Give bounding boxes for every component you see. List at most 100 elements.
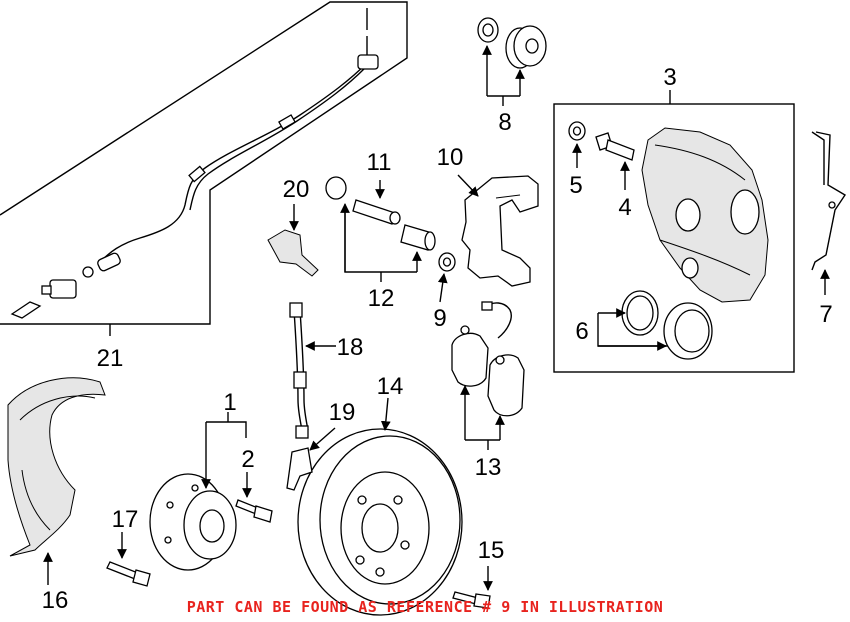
bolt-17-group: [106, 532, 151, 587]
sensor-head: [49, 279, 77, 299]
guide-pin: [352, 199, 396, 225]
pad-clip-1: [460, 325, 470, 335]
washer-9-group: [437, 252, 456, 303]
hub-center: [199, 509, 225, 543]
sensor-cable-2: [189, 67, 366, 211]
caliper-port: [675, 198, 701, 232]
hose-fitting-top: [289, 302, 303, 318]
sensor-callout-box: [0, 1, 408, 325]
callout-10: 10: [437, 144, 464, 171]
hub-hole-2: [164, 536, 172, 544]
rotor-hole-4: [355, 555, 365, 565]
carrier-group: [457, 174, 539, 287]
bolt-17-head: [132, 569, 151, 587]
sensor-unit-20: [267, 229, 319, 277]
callout-10-arrow: [457, 174, 479, 197]
sensor-bracket: [10, 301, 42, 319]
callout-15: 15: [478, 537, 505, 564]
caliper-group: [553, 90, 795, 373]
callout-8: 8: [498, 109, 511, 136]
spring-clip-group: [811, 131, 846, 295]
cable-clip-2: [188, 165, 206, 183]
callout-11: 11: [367, 149, 392, 176]
callout-12: 12: [368, 285, 395, 312]
rotor-center: [361, 503, 399, 553]
callout-4: 4: [618, 194, 631, 221]
hose-bracket: [286, 447, 313, 491]
callout-1: 1: [223, 389, 236, 416]
caliper-carrier: [461, 175, 539, 287]
callout-9-arrow: [437, 273, 448, 303]
rotor-screw-head: [473, 593, 491, 609]
piston-seal-inner: [626, 295, 654, 331]
callout-20: 20: [283, 176, 310, 203]
spring-clip-2: [811, 131, 825, 185]
dust-shield: [7, 377, 106, 557]
guide-pin-cap: [325, 176, 347, 200]
bracket-19-group: [286, 427, 336, 491]
callout-14: 14: [377, 373, 404, 400]
hub-group: [149, 412, 247, 571]
caliper-rib-2: [659, 239, 751, 276]
sensor-cable: [99, 61, 369, 263]
callout-19-arrow: [309, 427, 336, 451]
callout-3: 3: [663, 64, 676, 91]
washer-9-hole: [442, 257, 452, 267]
dust-shield-group: [7, 377, 106, 585]
brake-pad-outer: [487, 354, 525, 417]
caliper-body: [641, 127, 769, 303]
rotor-group: [297, 397, 463, 616]
callout-9: 9: [433, 305, 446, 332]
bushing-small-hole: [482, 23, 494, 37]
hub-hole-1: [166, 501, 174, 509]
caliper-bleed: [681, 257, 699, 279]
guide-pin-group: [325, 176, 436, 282]
sensor-grommet: [357, 54, 379, 70]
pad-group: [451, 301, 525, 450]
caliper-piston-bore: [730, 189, 760, 235]
sensor-plug: [97, 252, 121, 272]
hub-bolt-group: [235, 472, 273, 523]
brake-hose: [293, 309, 303, 431]
shield-rib-2: [21, 469, 51, 531]
callout-18: 18: [337, 334, 364, 361]
pad-clip-2: [495, 355, 505, 365]
brake-hose-2: [299, 309, 309, 431]
sensor-ring: [82, 266, 94, 278]
piston-boot-inner: [674, 309, 710, 353]
wear-sensor-plug: [481, 301, 493, 311]
reference-note: PART CAN BE FOUND AS REFERENCE # 9 IN IL…: [187, 598, 664, 616]
rotor-hole-2: [393, 495, 403, 505]
cable-clip-1: [278, 114, 296, 130]
callout-1-bracket: [206, 421, 247, 438]
guide-pin-end: [389, 211, 401, 225]
brake-pad-inner: [451, 332, 489, 387]
spring-clip: [811, 131, 846, 271]
hose-fitting-bottom: [295, 425, 309, 439]
caliper-callout-box: [553, 103, 795, 373]
callout-19: 19: [329, 399, 356, 426]
carrier-edge: [495, 194, 521, 199]
hose-ferrule: [293, 371, 307, 389]
speed-sensor-group: [0, 1, 408, 336]
bushing-large-hole: [525, 38, 539, 54]
callout-2: 2: [241, 446, 254, 473]
guide-boot-end: [424, 231, 436, 251]
bolt-17: [106, 561, 139, 580]
callout-14-arrow: [380, 397, 391, 431]
callout-7: 7: [819, 301, 832, 328]
callout-16: 16: [42, 587, 69, 614]
wear-sensor-wire: [485, 302, 512, 339]
hub-bolt-head: [253, 505, 273, 523]
hub-hole-3: [191, 484, 199, 492]
callout-6: 6: [575, 318, 588, 345]
sensor-tip: [41, 285, 52, 295]
caliper-washer-5-hole: [572, 126, 582, 136]
rotor-hole-1: [357, 495, 367, 505]
callout-21: 21: [97, 345, 124, 372]
callout-17: 17: [112, 506, 139, 533]
bushing-group: [477, 17, 547, 106]
rotor-hole-5: [375, 567, 385, 577]
caliper-rib: [654, 144, 746, 181]
